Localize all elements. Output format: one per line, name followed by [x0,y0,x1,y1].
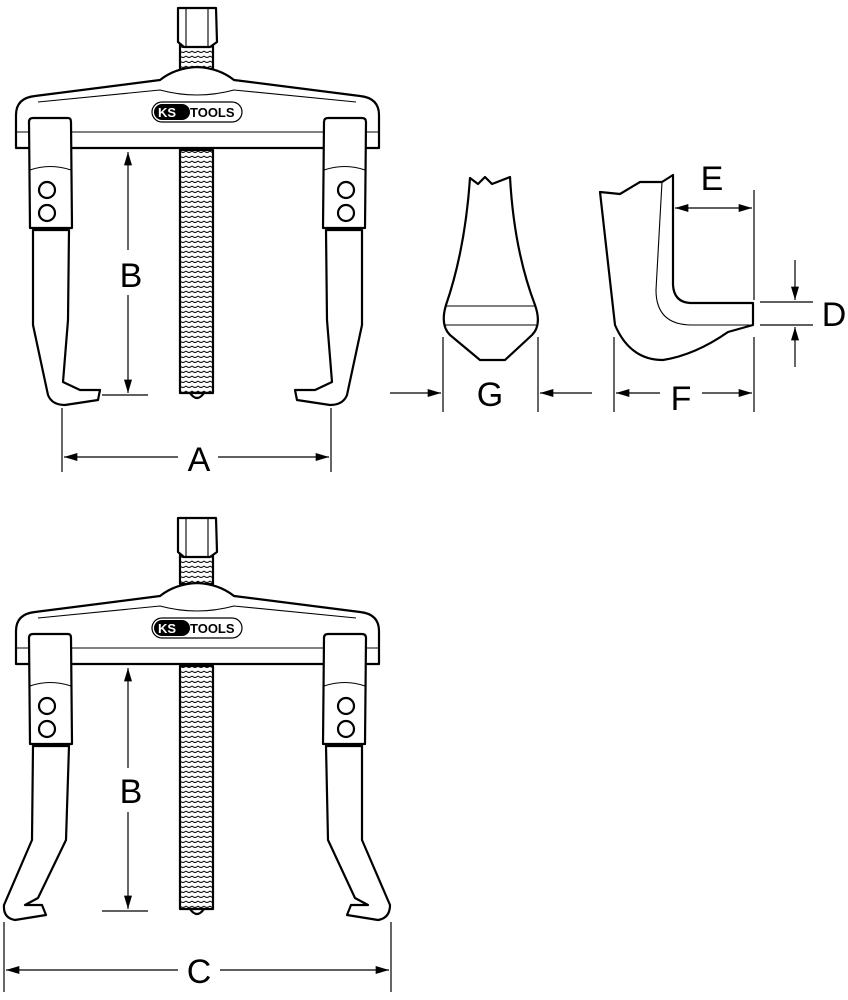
label-d: D [822,296,847,334]
svg-text:KS: KS [158,621,176,636]
dimension-e: E [674,160,755,300]
ks-tools-logo: KS TOOLS [151,617,243,639]
label-f: F [671,380,692,418]
label-g: G [477,376,503,414]
svg-text:TOOLS: TOOLS [190,621,235,636]
logo-tools: TOOLS [190,105,235,120]
label-a: A [188,441,211,479]
dimension-b-top: B [102,151,148,396]
jaw-front-view [442,175,539,362]
left-arm [27,116,102,407]
dimension-b-bottom: B [102,667,148,912]
spindle-thread [178,664,215,911]
label-e: E [701,160,724,198]
ks-tools-logo: KS TOOLS [151,101,243,123]
spindle-thread [178,148,215,395]
puller-top: KS TOOLS [14,6,381,407]
dimension-g: G [390,337,592,414]
hex-nut [176,6,219,49]
right-arm [321,632,392,922]
logo-ks: KS [158,105,176,120]
dimension-c: C [3,922,392,992]
right-arm [293,116,368,407]
hex-nut [176,516,219,559]
dimension-a: A [61,408,332,479]
dimension-d: D [760,260,846,367]
label-c: C [187,953,212,991]
puller-bottom: KS TOOLS [2,516,392,922]
label-b-top: B [120,257,143,295]
left-arm [2,632,74,922]
dimension-f: F [613,337,755,418]
spindle-tip [188,391,206,400]
jaw-side-view [598,173,755,362]
label-b-bottom: B [120,773,143,811]
